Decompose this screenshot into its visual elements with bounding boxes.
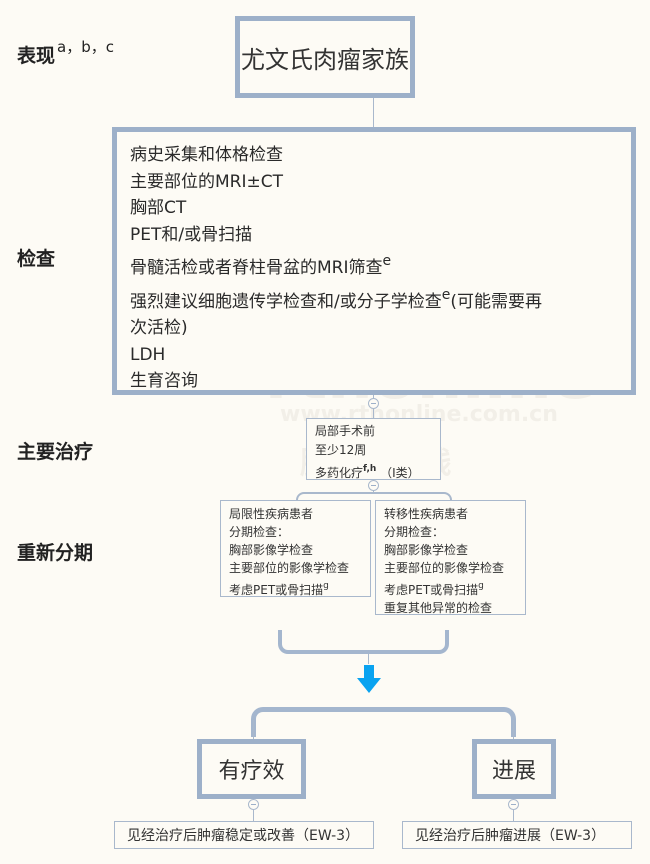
evidence-category: （I类） (380, 466, 420, 480)
presentation-label-text: 表现 (17, 45, 56, 67)
connector-progression-next (513, 799, 514, 822)
footnote: g (323, 581, 329, 591)
row-label-workup: 检查 (17, 248, 56, 270)
restaging-line: 局限性疾病患者 (229, 507, 314, 521)
workup-item-suffix: (可能需要再 (450, 291, 542, 312)
connector-response (253, 720, 254, 739)
treatment-line: 多药化疗f,h （I类） (315, 460, 440, 483)
connector-merge (368, 654, 369, 664)
workup-item: 生育咨询 (130, 371, 198, 391)
primary-treatment-text: 局部手术前 至少12周 多药化疗f,h （I类） (307, 419, 440, 483)
collapse-toggle-icon[interactable] (248, 799, 259, 810)
workup-item-continued: 次活检) (130, 318, 188, 338)
treatment-line: 至少12周 (315, 443, 367, 457)
footnote: e (441, 286, 451, 303)
collapse-toggle-icon[interactable] (508, 799, 519, 810)
workup-item: 主要部位的MRI±CT (130, 171, 283, 192)
workup-item: 骨髓活检或者脊柱骨盆的MRI筛查e (130, 248, 631, 282)
progression-label: 进展 (491, 759, 536, 784)
restaging-line: 主要部位的影像学检查 (229, 561, 350, 575)
title-node-text: 尤文氏肉瘤家族 (241, 45, 409, 74)
workup-item: 胸部CT (130, 198, 187, 218)
restaging-line: 胸部影像学检查 (384, 543, 469, 557)
down-arrow-icon (357, 665, 381, 693)
branch-connector (296, 492, 452, 502)
restaging-text: 考虑PET或骨扫描 (384, 583, 479, 597)
title-node[interactable]: 尤文氏肉瘤家族 (235, 16, 415, 98)
collapse-toggle-icon[interactable] (368, 480, 379, 491)
workup-item: PET和/或骨扫描 (130, 224, 253, 245)
merge-brace (278, 630, 449, 654)
response-label: 有疗效 (218, 759, 285, 784)
workup-item: 强烈建议细胞遗传学检查和/或分子学检查e(可能需要再 (130, 282, 631, 316)
connector-response-next (253, 799, 254, 822)
restaging-line: 考虑PET或骨扫描g (229, 577, 370, 599)
restaging-localized-node[interactable]: 局限性疾病患者 分期检查： 胸部影像学检查 主要部位的影像学检查 考虑PET或骨… (220, 500, 371, 597)
connector-title-workup (373, 98, 374, 129)
metastatic-text: 转移性疾病患者 分期检查： 胸部影像学检查 主要部位的影像学检查 考虑PET或骨… (376, 501, 525, 617)
workup-item: 病史采集和体格检查 (130, 145, 283, 165)
workup-item-text: 骨髓活检或者脊柱骨盆的MRI筛查 (130, 258, 383, 278)
workup-item-text: 强烈建议细胞遗传学检查和/或分子学检查 (130, 291, 442, 312)
restaging-line: 分期检查： (384, 525, 445, 539)
footnote: e (382, 253, 392, 269)
footnote: g (478, 581, 484, 591)
treatment-text: 多药化疗 (315, 466, 364, 480)
progression-next-step-node[interactable]: 见经治疗后肿瘤进展（EW-3） (402, 821, 632, 849)
localized-text: 局限性疾病患者 分期检查： 胸部影像学检查 主要部位的影像学检查 考虑PET或骨… (221, 501, 370, 599)
row-label-primary-treatment: 主要治疗 (17, 441, 94, 463)
connector-progression (513, 720, 514, 739)
restaging-text: 考虑PET或骨扫描 (229, 583, 324, 597)
progression-node[interactable]: 进展 (472, 739, 556, 799)
restaging-line: 主要部位的影像学检查 (384, 561, 505, 575)
footnote: f,h (363, 464, 377, 474)
response-node[interactable]: 有疗效 (197, 739, 306, 799)
progression-next-text: 见经治疗后肿瘤进展（EW-3） (415, 828, 606, 844)
restaging-metastatic-node[interactable]: 转移性疾病患者 分期检查： 胸部影像学检查 主要部位的影像学检查 考虑PET或骨… (375, 500, 526, 615)
workup-node[interactable]: 病史采集和体格检查 主要部位的MRI±CT 胸部CT PET和/或骨扫描 骨髓活… (112, 127, 636, 395)
row-label-restaging: 重新分期 (17, 542, 94, 564)
restaging-line: 分期检查： (229, 525, 290, 539)
workup-list: 病史采集和体格检查 主要部位的MRI±CT 胸部CT PET和/或骨扫描 骨髓活… (117, 132, 631, 395)
primary-treatment-node[interactable]: 局部手术前 至少12周 多药化疗f,h （I类） (306, 418, 441, 480)
response-next-step-node[interactable]: 见经治疗后肿瘤稳定或改善（EW-3） (114, 821, 374, 849)
presentation-footnote: a，b，c (57, 38, 114, 56)
collapse-toggle-icon[interactable] (368, 398, 379, 409)
restaging-line: 考虑PET或骨扫描g (384, 577, 525, 599)
restaging-line: 胸部影像学检查 (229, 543, 314, 557)
restaging-line: 重复其他异常的检查 (384, 601, 493, 615)
outcome-branch-connector (251, 707, 516, 737)
treatment-line: 局部手术前 (315, 424, 376, 438)
response-next-text: 见经治疗后肿瘤稳定或改善（EW-3） (127, 828, 360, 844)
workup-item: LDH (130, 344, 166, 365)
restaging-line: 转移性疾病患者 (384, 507, 469, 521)
